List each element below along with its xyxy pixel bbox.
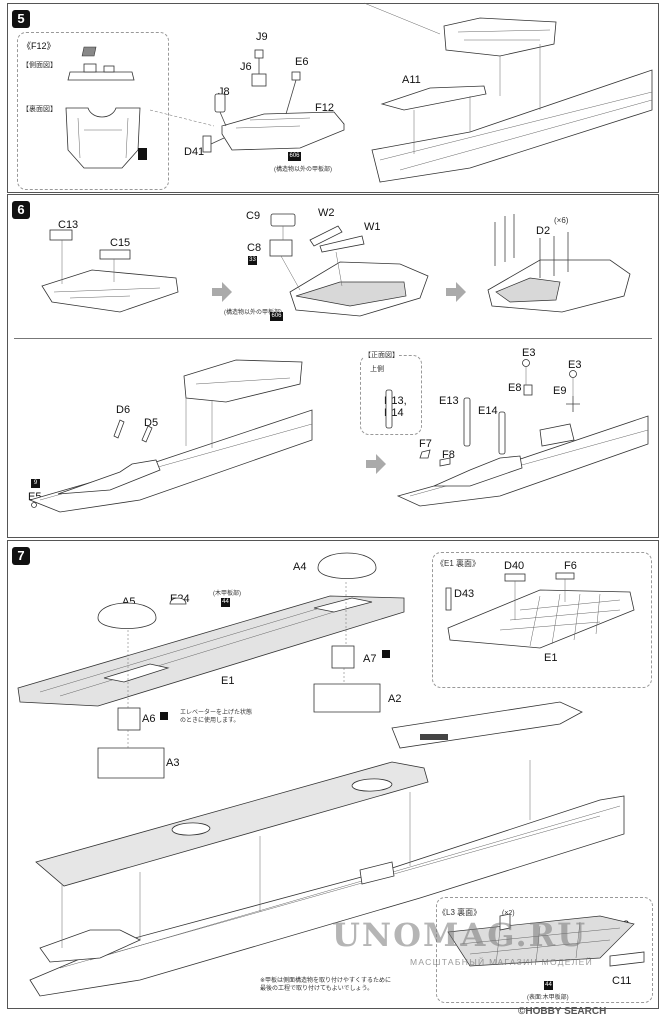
step-number: 6 bbox=[12, 201, 30, 219]
label-a4: A4 bbox=[293, 561, 307, 573]
color-33: 33 bbox=[248, 256, 257, 265]
label-e3-right: E3 bbox=[568, 359, 582, 371]
label-a3: A3 bbox=[166, 757, 180, 769]
label-a2: A2 bbox=[388, 693, 402, 705]
step5-ship bbox=[363, 2, 653, 183]
label-a6: A6 bbox=[142, 713, 156, 725]
d2-assembly bbox=[487, 214, 631, 313]
e1-back-title: 《E1 裏面》 bbox=[436, 559, 481, 568]
w1-assembly bbox=[269, 213, 429, 317]
label-e9: E9 bbox=[553, 385, 567, 397]
step-number: 5 bbox=[12, 10, 30, 28]
inset-title: 《F12》 bbox=[22, 41, 56, 51]
label-e13: E13 bbox=[439, 395, 459, 407]
l3-drawing bbox=[447, 913, 645, 967]
label-f6: F6 bbox=[564, 560, 577, 572]
label-c11: C11 bbox=[612, 975, 632, 987]
label-j8: J8 bbox=[218, 86, 230, 98]
arrow-3 bbox=[366, 454, 386, 474]
label-f12: F12 bbox=[315, 102, 334, 114]
label-d5: D5 bbox=[144, 417, 159, 429]
color-44-l3: 44 bbox=[544, 981, 553, 990]
label-f8: F8 bbox=[442, 449, 455, 461]
elevator-note: エレベーターを上げた状態 のときに使用します。 bbox=[180, 710, 253, 724]
deck-note: (構造物以外の甲板部) bbox=[224, 310, 282, 316]
step-number: 7 bbox=[12, 547, 30, 565]
bottom-note: ※甲板は側面構造物を取り付けやすくするために 最後の工程で取り付けてもよいでしょ… bbox=[260, 978, 392, 992]
step7-ship bbox=[29, 701, 625, 997]
label-c15: C15 bbox=[110, 237, 131, 249]
f12-structure bbox=[149, 49, 345, 153]
label-a7: A7 bbox=[363, 653, 377, 665]
divider bbox=[14, 338, 652, 339]
label-e1: E1 bbox=[221, 675, 235, 687]
label-d43: D43 bbox=[454, 588, 475, 600]
color-44: 44 bbox=[221, 598, 230, 607]
label-c13: C13 bbox=[58, 219, 79, 231]
upper-side-label: 上側 bbox=[370, 366, 384, 373]
l3-back-title: 《L3 裏面》 bbox=[438, 908, 482, 917]
f12-bottom-view bbox=[65, 107, 147, 169]
label-w2: W2 bbox=[318, 207, 335, 219]
d2-quantity: (×6) bbox=[554, 216, 569, 225]
arrow-2 bbox=[446, 282, 466, 302]
label-a11: A11 bbox=[402, 74, 421, 86]
deck-note: (構造物以外の甲板部) bbox=[274, 167, 332, 173]
step6-ship-right bbox=[385, 359, 649, 507]
arrow-1 bbox=[212, 282, 232, 302]
label-c8: C8 bbox=[247, 242, 262, 254]
label-d41: D41 bbox=[184, 146, 205, 158]
side-view-label: 【側面図】 bbox=[22, 62, 57, 69]
label-e6: E6 bbox=[295, 56, 309, 68]
label-c9: C9 bbox=[246, 210, 261, 222]
f12-side-view bbox=[67, 46, 135, 81]
step6-ship-left bbox=[28, 359, 313, 513]
watermark-title: UNOMAG.RU bbox=[332, 916, 588, 954]
label-e1-back: E1 bbox=[544, 652, 558, 664]
label-e3-left: E3 bbox=[522, 347, 536, 359]
label-d6: D6 bbox=[116, 404, 131, 416]
credit: ©HOBBY SEARCH bbox=[518, 1006, 607, 1017]
e1-back-drawing bbox=[445, 572, 635, 649]
label-e14: E14 bbox=[478, 405, 498, 417]
color-code-606: 606 bbox=[288, 152, 301, 161]
label-d2: D2 bbox=[536, 225, 551, 237]
label-j6: J6 bbox=[240, 61, 252, 73]
color-606: 606 bbox=[270, 312, 283, 321]
label-e8: E8 bbox=[508, 382, 522, 394]
l3-quantity: (×2) bbox=[502, 910, 515, 917]
color-9: 9 bbox=[31, 479, 40, 488]
bottom-view-label: 【裏面図】 bbox=[22, 106, 57, 113]
e1-deck bbox=[17, 552, 405, 779]
c2-base bbox=[41, 229, 179, 313]
label-d40: D40 bbox=[504, 560, 525, 572]
l3-note: (表面:木甲板部) bbox=[527, 995, 569, 1001]
front-view-label: 【正面図】 bbox=[364, 350, 399, 360]
label-j9: J9 bbox=[256, 31, 268, 43]
label-f7: F7 bbox=[419, 438, 432, 450]
wood-deck-note: (木甲板部) bbox=[213, 591, 241, 597]
watermark-subtitle: МАСШТАБНЫЙ МАГАЗИН МОДЕЛЕЙ bbox=[410, 957, 593, 967]
label-w1: W1 bbox=[364, 221, 381, 233]
